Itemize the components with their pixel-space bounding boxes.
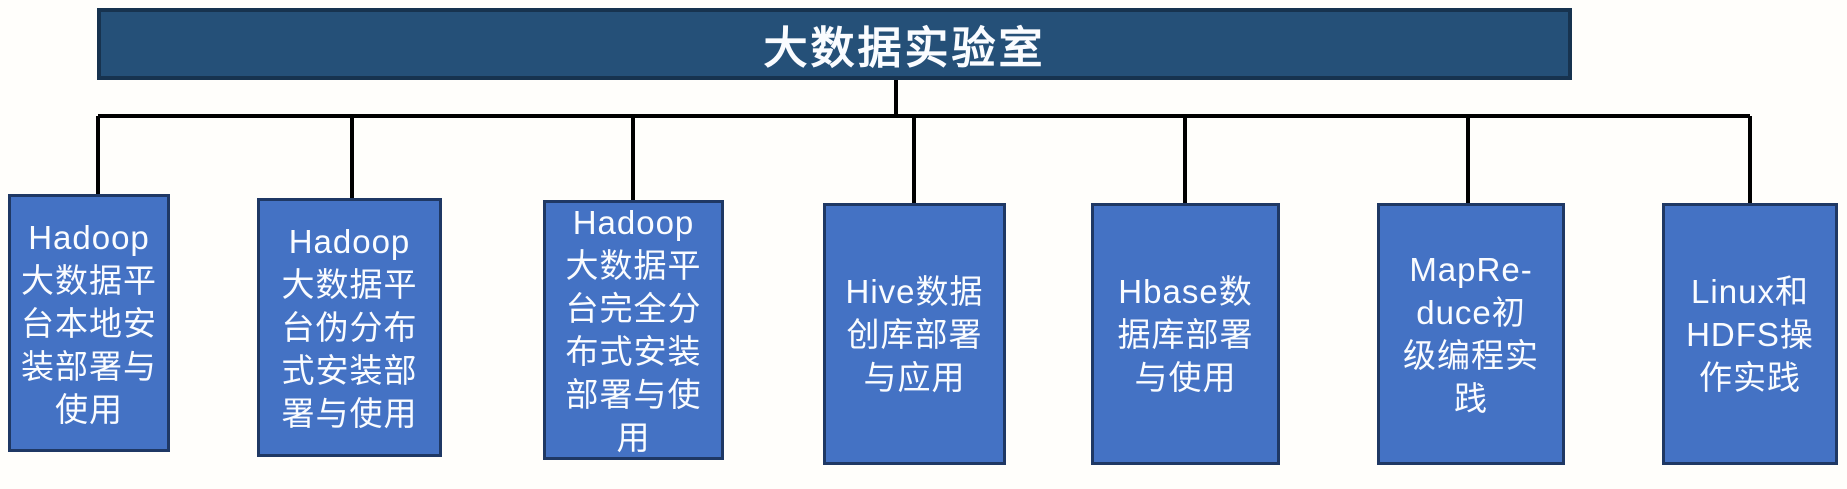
node-label: MapRe- duce初 级编程实 践 xyxy=(1403,251,1539,417)
node-hbase: Hbase数 据库部署 与使用 xyxy=(1091,203,1280,465)
root-node-label: 大数据实验室 xyxy=(763,24,1046,73)
node-label: Hadoop 大数据平 台伪分布 式安装部 署与使用 xyxy=(281,223,418,432)
node-label: Hadoop 大数据平 台本地安 装部署与 使用 xyxy=(21,218,157,428)
node-hadoop-pseudo: Hadoop 大数据平 台伪分布 式安装部 署与使用 xyxy=(257,198,442,457)
node-label: Hbase数 据库部署 与使用 xyxy=(1117,272,1254,396)
node-label: Hive数据 创库部署 与应用 xyxy=(845,272,984,396)
node-hadoop-full: Hadoop 大数据平 台完全分 布式安装 部署与使 用 xyxy=(543,200,724,460)
node-label: Hadoop 大数据平 台完全分 布式安装 部署与使 用 xyxy=(565,204,702,456)
node-hadoop-local: Hadoop 大数据平 台本地安 装部署与 使用 xyxy=(8,194,170,452)
node-linux-hdfs: Linux和 HDFS操 作实践 xyxy=(1662,203,1838,465)
node-mapreduce: MapRe- duce初 级编程实 践 xyxy=(1377,203,1565,465)
root-node-title-bar: 大数据实验室 xyxy=(97,8,1572,80)
node-label: Linux和 HDFS操 作实践 xyxy=(1686,272,1814,396)
node-hive: Hive数据 创库部署 与应用 xyxy=(823,203,1006,465)
